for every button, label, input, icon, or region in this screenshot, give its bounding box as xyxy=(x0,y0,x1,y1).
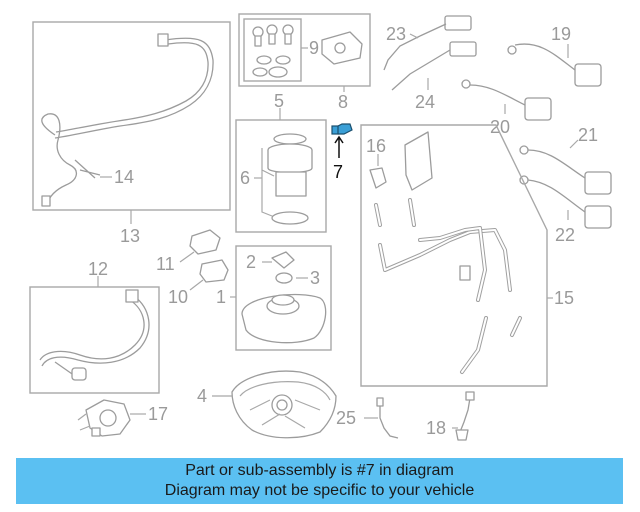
harness-12 xyxy=(39,289,150,381)
callout-1: 1 xyxy=(216,287,226,307)
part-7-arrow xyxy=(334,135,344,158)
callout-4: 4 xyxy=(197,386,207,406)
callout-5: 5 xyxy=(274,91,284,111)
callout-21: 21 xyxy=(578,125,598,145)
callout-2: 2 xyxy=(246,252,256,272)
callout-20: 20 xyxy=(490,117,510,137)
sensor-19 xyxy=(507,43,602,87)
callout-10: 10 xyxy=(168,287,188,307)
sensor-22 xyxy=(519,175,612,229)
sensor-21 xyxy=(519,145,612,195)
banner-line-1: Part or sub-assembly is #7 in diagram xyxy=(185,462,454,479)
part-7-fitting[interactable] xyxy=(331,123,353,135)
sensor-20 xyxy=(461,79,552,121)
sensor-23 xyxy=(383,15,472,71)
callout-16: 16 xyxy=(366,136,386,156)
assembly-12-box xyxy=(29,286,160,394)
callout-7: 7 xyxy=(333,162,343,182)
hose-set-15 xyxy=(369,131,522,374)
callout-23: 23 xyxy=(386,24,406,44)
fuel-tank-4 xyxy=(231,370,337,439)
vent-line-25 xyxy=(376,397,399,439)
assembly-1-box xyxy=(235,245,332,351)
assembly-5-box xyxy=(235,119,327,233)
callout-15: 15 xyxy=(554,288,574,308)
callout-9: 9 xyxy=(309,38,319,58)
info-banner: Part or sub-assembly is #7 in diagram Di… xyxy=(16,458,623,504)
callout-3: 3 xyxy=(310,268,320,288)
banner-line-2: Diagram may not be specific to your vehi… xyxy=(164,482,475,499)
sensor-18 xyxy=(455,391,475,441)
callout-8: 8 xyxy=(338,92,348,112)
assembly-8-box xyxy=(238,13,371,87)
connector-10 xyxy=(199,259,229,283)
bolt-set-9 xyxy=(243,18,302,82)
callout-25: 25 xyxy=(336,408,356,428)
callout-24: 24 xyxy=(415,92,435,112)
callout-11: 11 xyxy=(156,254,175,274)
pump-module xyxy=(261,133,313,225)
callout-6: 6 xyxy=(240,168,250,188)
assembly-15-box xyxy=(360,124,548,387)
callout-12: 12 xyxy=(88,259,108,279)
callout-18: 18 xyxy=(426,418,446,438)
pump-17 xyxy=(77,399,131,437)
callout-14: 14 xyxy=(114,167,134,187)
callout-13: 13 xyxy=(120,226,140,246)
connector-11 xyxy=(189,229,221,255)
callout-19: 19 xyxy=(551,24,571,44)
valve-block xyxy=(321,31,363,65)
tank-flange-1 xyxy=(241,251,327,344)
callout-17: 17 xyxy=(148,404,168,424)
sensor-24 xyxy=(391,41,477,91)
callout-22: 22 xyxy=(555,225,575,245)
